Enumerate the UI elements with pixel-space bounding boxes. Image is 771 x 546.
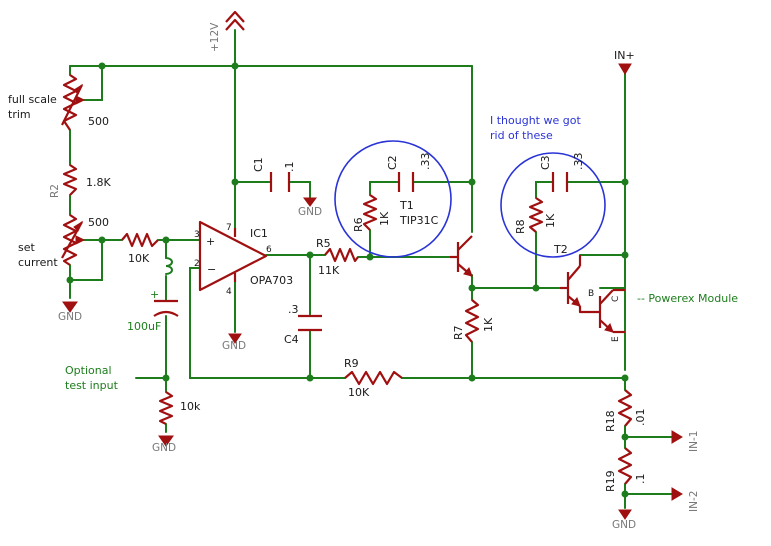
labels: full scale trim 500 R2 1.8K 500 set curr…: [8, 93, 738, 492]
ic1-name: IC1: [250, 227, 268, 240]
cap-100u-value: 100uF: [127, 320, 161, 333]
r8-value: 1K: [544, 213, 557, 228]
label-full-scale: full scale: [8, 93, 57, 106]
t1-name: T1: [399, 199, 414, 212]
wires: [69, 29, 673, 509]
ic-pin-6: 6: [266, 245, 272, 255]
t2-name: T2: [553, 243, 568, 256]
r8-name: R8: [514, 219, 527, 234]
opamp-ic1: + −: [198, 220, 268, 292]
c2-value: .33: [419, 153, 432, 171]
gnd-label-shunt: GND: [612, 519, 636, 531]
ic-pin-7: 7: [226, 223, 232, 233]
r19-name: R19: [604, 470, 617, 492]
gnd-label-c1: GND: [298, 206, 322, 218]
opamp-plus-icon: +: [206, 235, 215, 248]
r6-value: 1K: [378, 211, 391, 226]
pot2-value: 500: [88, 216, 109, 229]
opamp-minus-icon: −: [207, 263, 216, 276]
r7-value: 1K: [482, 317, 495, 332]
c3-value: .33: [572, 153, 585, 171]
c1-name: C1: [252, 157, 265, 172]
note-line-2: rid of these: [490, 129, 553, 142]
t2-pin-e: E: [611, 336, 621, 342]
capacitors: +: [150, 172, 569, 332]
ic-pin-2: 2: [194, 259, 200, 269]
r19-value: .1: [634, 474, 647, 485]
t2-pin-c: C: [611, 296, 621, 302]
label-in-minus-1: IN-1: [688, 431, 700, 452]
ic-pin-3: 3: [194, 230, 200, 240]
r7-name: R7: [452, 325, 465, 340]
label-in-minus-2: IN-2: [688, 491, 700, 512]
r5-value: 11K: [318, 264, 340, 277]
rtest-value: 10k: [180, 400, 201, 413]
r2-name: R2: [49, 184, 61, 198]
in-minus-terminal-icon: [671, 430, 683, 501]
label-test-input: test input: [65, 379, 119, 392]
gnd-label-trim: GND: [58, 311, 82, 323]
supply-arrow-icon: [225, 10, 245, 31]
ic1-part: OPA703: [250, 274, 293, 287]
annotation-circle-right: [500, 152, 606, 258]
annotation-circle-left: [334, 140, 452, 258]
label-optional: Optional: [65, 364, 112, 377]
t1-part: TIP31C: [399, 214, 439, 227]
r5-name: R5: [316, 237, 331, 250]
c4-value: .3: [288, 303, 299, 316]
gnd-symbol-icon: [62, 197, 632, 520]
label-supply: +12V: [209, 22, 221, 52]
r6-name: R6: [352, 217, 365, 232]
in-plus-terminal-icon: [618, 63, 632, 75]
c2-name: C2: [386, 155, 399, 170]
rin-value: 10K: [128, 252, 150, 265]
gnd-label-ic: GND: [222, 340, 246, 352]
label-current: current: [18, 256, 58, 269]
transistor-t1: [450, 235, 473, 277]
label-set: set: [18, 241, 35, 254]
r18-name: R18: [604, 410, 617, 432]
r9-name: R9: [344, 357, 359, 370]
label-trim: trim: [8, 108, 31, 121]
c3-name: C3: [539, 155, 552, 170]
r2-value: 1.8K: [86, 176, 111, 189]
trim-value: 500: [88, 115, 109, 128]
c4-name: C4: [284, 333, 299, 346]
note-line-1: I thought we got: [490, 114, 581, 127]
junctions: [66, 62, 629, 498]
t2-pin-b: B: [588, 289, 594, 299]
label-powerex: -- Powerex Module: [637, 292, 738, 305]
transistor-t2: [560, 255, 625, 334]
r9-value: 10K: [348, 386, 370, 399]
c1-value: .1: [283, 162, 296, 173]
ic-pin-4: 4: [226, 287, 232, 297]
polarity-plus-icon: +: [150, 288, 159, 301]
resistors: [61, 74, 633, 485]
label-in-plus: IN+: [614, 49, 635, 62]
gnd-label-test: GND: [152, 442, 176, 454]
r18-value: .01: [634, 409, 647, 427]
